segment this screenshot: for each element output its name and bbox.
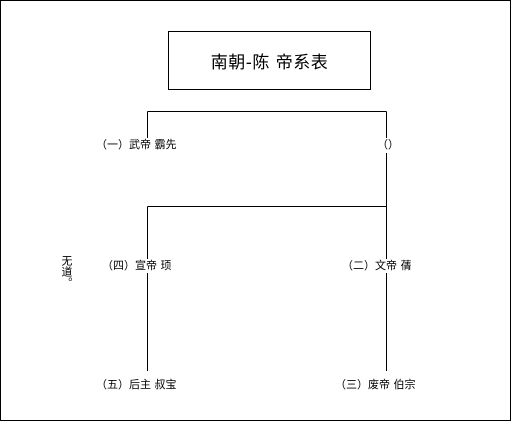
chart-title: 南朝-陈 帝系表 xyxy=(210,53,329,73)
node-hou-zhu: （五）后主 叔宝 xyxy=(96,378,177,392)
annotation-note: 无道。 xyxy=(60,255,73,288)
node-wen-di: （二）文帝 蒨 xyxy=(342,259,412,273)
node-wu-di: （一）武帝 霸先 xyxy=(96,138,177,152)
node-unnamed: （） xyxy=(377,138,399,152)
node-xuan-di: （四）宣帝 顼 xyxy=(102,259,172,273)
chart-title-box: 南朝-陈 帝系表 xyxy=(168,31,371,90)
node-fei-di: （三）废帝 伯宗 xyxy=(335,378,416,392)
